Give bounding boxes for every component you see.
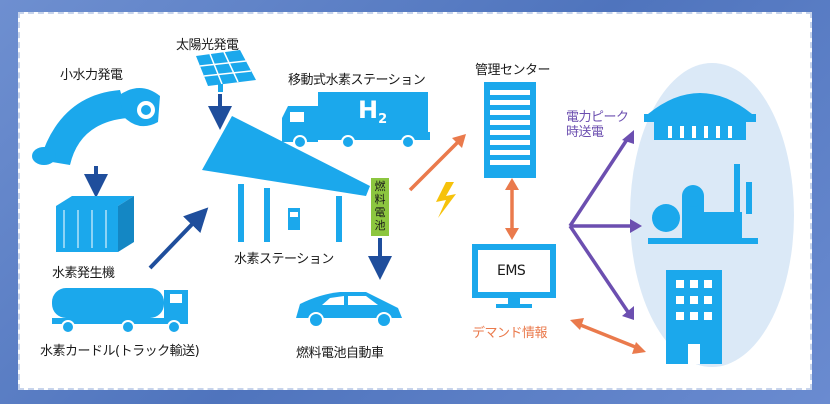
truck-h2-label: H2	[358, 96, 387, 127]
fcv-car-icon	[296, 292, 402, 328]
ems-label: EMS	[497, 263, 526, 279]
hydro-power-icon	[32, 88, 160, 165]
arrow-station-to-center	[408, 134, 466, 192]
peak-power-arrows	[568, 137, 632, 313]
solar-label: 太陽光発電	[176, 38, 239, 53]
arrow-center-ems	[505, 178, 519, 240]
h2-station-label: 水素ステーション	[234, 252, 334, 267]
hydrogen-generator-icon	[56, 196, 134, 252]
truck-h2-symbol: H	[358, 96, 379, 124]
arrow-generator-to-station	[148, 207, 209, 270]
mobile-station-label: 移動式水素ステーション	[288, 73, 426, 88]
demand-info-label: デマンド情報	[472, 326, 548, 341]
curdle-label: 水素カードル(トラック輸送)	[40, 344, 200, 359]
solar-panel-icon	[196, 50, 256, 92]
lightning-icon	[436, 182, 456, 218]
hydrogen-station-icon	[202, 116, 370, 242]
fcv-label: 燃料電池自動車	[296, 346, 384, 361]
factory-icon	[648, 164, 758, 244]
office-building-icon	[666, 270, 722, 364]
fuel-cell-label: 燃料電池	[374, 180, 386, 232]
peak-label-line2: 時送電	[566, 125, 604, 140]
management-center-icon	[484, 82, 536, 178]
ems-monitor-icon	[472, 244, 556, 308]
peak-label-line1: 電力ピーク	[566, 110, 629, 125]
control-center-label: 管理センター	[475, 63, 551, 78]
generator-label: 水素発生機	[52, 266, 115, 281]
dome-building-icon	[644, 93, 756, 140]
curdle-truck-icon	[52, 288, 188, 334]
arrow-demand-info	[570, 318, 646, 354]
fuel-cell-bar	[371, 178, 389, 236]
hydro-label: 小水力発電	[60, 68, 123, 83]
truck-h2-subscript: 2	[378, 112, 388, 127]
mobile-station-truck-icon	[282, 92, 430, 149]
